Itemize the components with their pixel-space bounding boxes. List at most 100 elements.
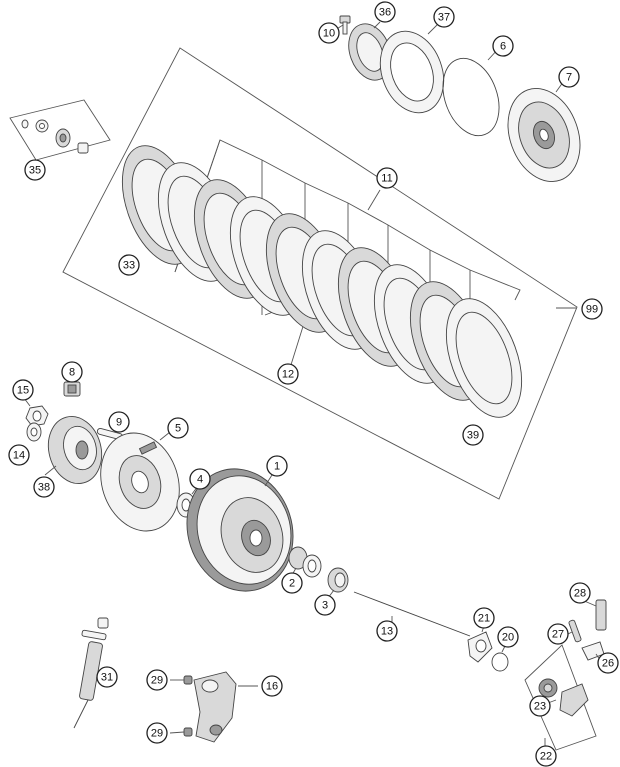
callout-circle (547, 623, 569, 645)
callout-38: 38 (33, 476, 55, 498)
callout-5: 5 (167, 417, 189, 439)
callout-circle (558, 66, 580, 88)
callout-label: 21 (478, 613, 490, 625)
disc-37 (379, 21, 445, 114)
callout-26: 26 (597, 652, 619, 674)
callout-label: 23 (534, 701, 546, 713)
callout-label: 35 (29, 165, 41, 177)
callout-label: 27 (552, 629, 564, 641)
callout-16: 16 (261, 675, 283, 697)
callout-22: 22 (535, 745, 557, 767)
callout-label: 7 (566, 72, 572, 84)
plate-pack-frame (62, 47, 578, 500)
callout-35: 35 (24, 159, 46, 181)
push-rod-13 (353, 591, 471, 637)
callout-label: 8 (69, 367, 75, 379)
callout-circle (535, 745, 557, 767)
clutch-plate-ring (455, 311, 513, 405)
callout-label: 11 (381, 173, 392, 185)
callout-label: 4 (197, 474, 203, 486)
inner-clutch-hub-5 (100, 431, 180, 532)
callout-31: 31 (96, 666, 118, 688)
callout-circle (497, 626, 519, 648)
callout-circle (61, 361, 83, 383)
callout-label: 20 (502, 632, 514, 644)
needle-bearing-2 (288, 546, 322, 578)
callout-circle (12, 379, 34, 401)
callout-circle (118, 254, 140, 276)
callout-label: 3 (322, 600, 328, 612)
bushing-3 (327, 567, 349, 599)
callout-label: 28 (574, 588, 586, 600)
o-ring-20 (491, 645, 509, 672)
callout-27: 27 (547, 623, 569, 645)
callout-12: 12 (277, 363, 299, 385)
callout-label: 1 (274, 461, 280, 473)
callout-circle (277, 363, 299, 385)
callout-label: 38 (38, 482, 50, 494)
callout-circle (146, 669, 168, 691)
callout-circle (96, 666, 118, 688)
clutch-lever-16 (193, 671, 258, 743)
callout-23: 23 (529, 695, 551, 717)
callout-circle (167, 417, 189, 439)
bleed-screw-28 (581, 599, 607, 631)
callout-circle (376, 620, 398, 642)
callout-circle (374, 1, 396, 23)
callout-15: 15 (12, 379, 34, 401)
callout-3: 3 (314, 594, 336, 616)
callout-circle (318, 22, 340, 44)
callout-circle (281, 572, 303, 594)
callout-label: 10 (323, 28, 335, 40)
callout-39: 39 (462, 424, 484, 446)
callout-label: 99 (586, 304, 598, 316)
callout-33: 33 (118, 254, 140, 276)
callout-label: 22 (540, 751, 552, 763)
callout-29: 29 (146, 669, 168, 691)
callout-circle (8, 444, 30, 466)
callout-circle (376, 167, 398, 189)
callout-circle (473, 607, 495, 629)
callout-14: 14 (8, 444, 30, 466)
callout-circle (24, 159, 46, 181)
callout-circle (314, 594, 336, 616)
callout-label: 36 (379, 7, 391, 19)
callout-label: 33 (123, 260, 135, 272)
callout-99: 99 (581, 298, 603, 320)
callout-circle (581, 298, 603, 320)
bolt-29-upper (170, 675, 193, 685)
callout-8: 8 (61, 361, 83, 383)
callout-circle (266, 455, 288, 477)
callout-label: 14 (13, 450, 25, 462)
callout-circle (189, 468, 211, 490)
pressure-cap-38 (44, 416, 103, 484)
callout-circle (529, 695, 551, 717)
callout-label: 15 (17, 385, 29, 397)
gasket-21 (467, 625, 493, 663)
callout-28: 28 (569, 582, 591, 604)
callout-label: 9 (116, 417, 122, 429)
callout-label: 6 (500, 41, 506, 53)
small-parts-kit-35 (9, 99, 111, 164)
callout-6: 6 (492, 35, 514, 57)
callout-circle (33, 476, 55, 498)
washer-14 (26, 422, 42, 442)
callout-circle (261, 675, 283, 697)
callout-label: 29 (151, 728, 163, 740)
callout-36: 36 (374, 1, 396, 23)
callout-label: 13 (381, 626, 393, 638)
callout-label: 26 (602, 658, 614, 670)
callout-29: 29 (146, 722, 168, 744)
callout-label: 5 (175, 423, 181, 435)
callout-7: 7 (558, 66, 580, 88)
callout-label: 2 (289, 578, 295, 590)
callout-20: 20 (497, 626, 519, 648)
callout-circle (146, 722, 168, 744)
outer-clutch-basket-1 (186, 468, 294, 592)
ring-6 (442, 47, 500, 137)
callout-11: 11 (376, 167, 398, 189)
callout-label: 16 (266, 681, 278, 693)
nut-15 (23, 397, 49, 427)
callout-circle (433, 6, 455, 28)
